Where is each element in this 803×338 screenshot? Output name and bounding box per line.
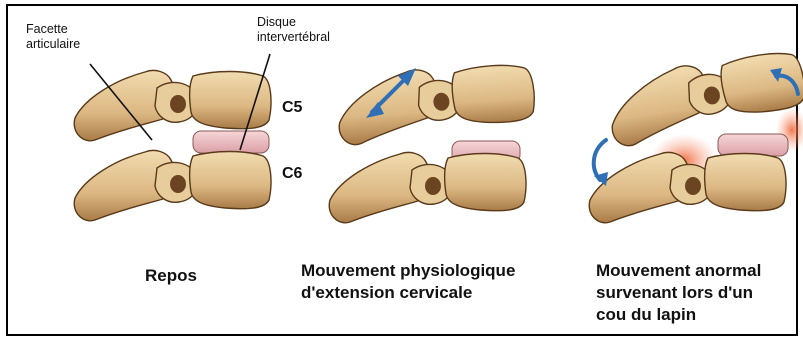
disque-label-line2: intervertébral xyxy=(257,30,330,45)
caption-anormal-line2: survenant lors d'un xyxy=(596,282,761,304)
disque-label: Disque intervertébral xyxy=(257,15,330,45)
level-c6-label: C6 xyxy=(282,165,302,183)
intervertebral-disc-abnormal xyxy=(718,134,788,156)
caption-anormal: Mouvement anormal survenant lors d'un co… xyxy=(596,260,761,326)
caption-physiologique-line2: d'extension cervicale xyxy=(301,282,515,304)
level-c5-label: C5 xyxy=(282,99,302,117)
caption-repos: Repos xyxy=(145,265,197,287)
facette-label-line2: articulaire xyxy=(26,37,80,52)
caption-physiologique-line1: Mouvement physiologique xyxy=(301,260,515,282)
caption-anormal-line3: cou du lapin xyxy=(596,304,761,326)
vertebra-c6-extension xyxy=(329,152,526,222)
intervertebral-disc-repos xyxy=(193,131,269,153)
vertebra-c6-repos xyxy=(74,150,271,220)
curved-arrow-left-icon xyxy=(594,140,608,186)
caption-anormal-line1: Mouvement anormal xyxy=(596,260,761,282)
vertebra-c5-extension xyxy=(336,62,537,146)
caption-physiologique: Mouvement physiologique d'extension cerv… xyxy=(301,260,515,304)
facette-label-line1: Facette xyxy=(26,22,80,37)
disque-label-line1: Disque xyxy=(257,15,330,30)
vertebra-c5-abnormal xyxy=(604,48,803,148)
facette-label: Facette articulaire xyxy=(26,22,80,52)
